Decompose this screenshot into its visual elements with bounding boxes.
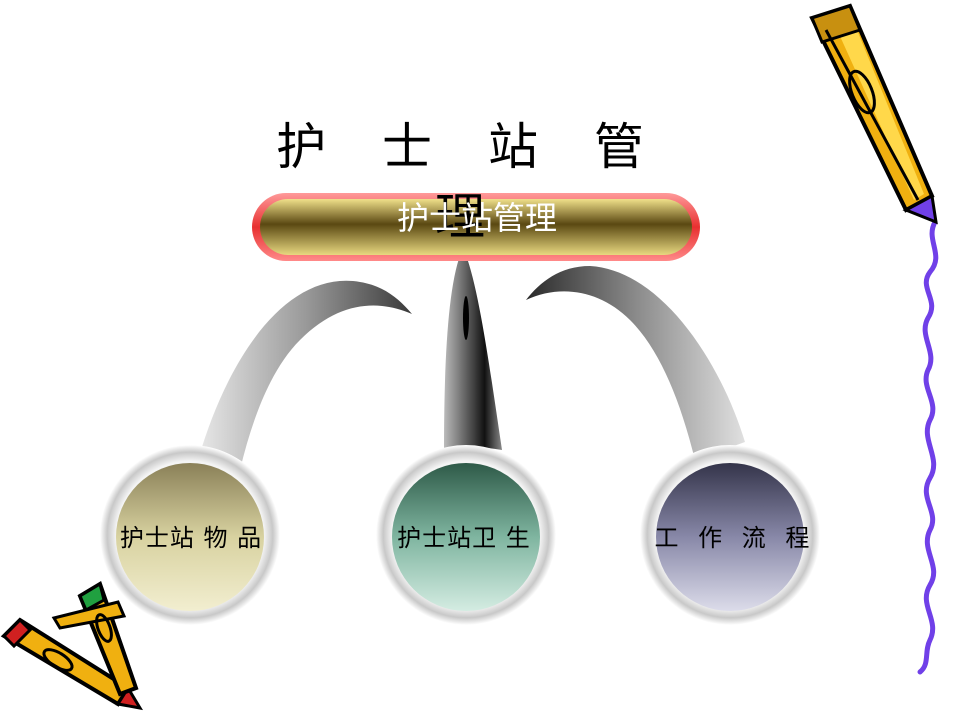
node-label-supplies: 护士站 物 品 bbox=[119, 524, 263, 552]
page-title: 护 士 站 管 理 bbox=[276, 118, 664, 246]
banner-body bbox=[260, 199, 692, 255]
node-ball-2 bbox=[392, 463, 540, 611]
connector-right bbox=[526, 266, 745, 460]
banner-label: 护士站管理 bbox=[396, 199, 557, 237]
connector-center bbox=[444, 248, 502, 452]
connector-center-slot bbox=[463, 296, 469, 340]
node-label-workflow: 工 作 流 程 bbox=[654, 524, 816, 552]
node-ball-3 bbox=[656, 463, 804, 611]
connector-left bbox=[198, 280, 412, 470]
squiggle-divider bbox=[917, 219, 939, 675]
crossed-pencils-icon bbox=[0, 581, 143, 711]
node-label-hygiene: 护士站卫 生 bbox=[397, 524, 531, 552]
node-ball-1 bbox=[116, 463, 264, 611]
pencil-icon bbox=[809, 3, 938, 225]
